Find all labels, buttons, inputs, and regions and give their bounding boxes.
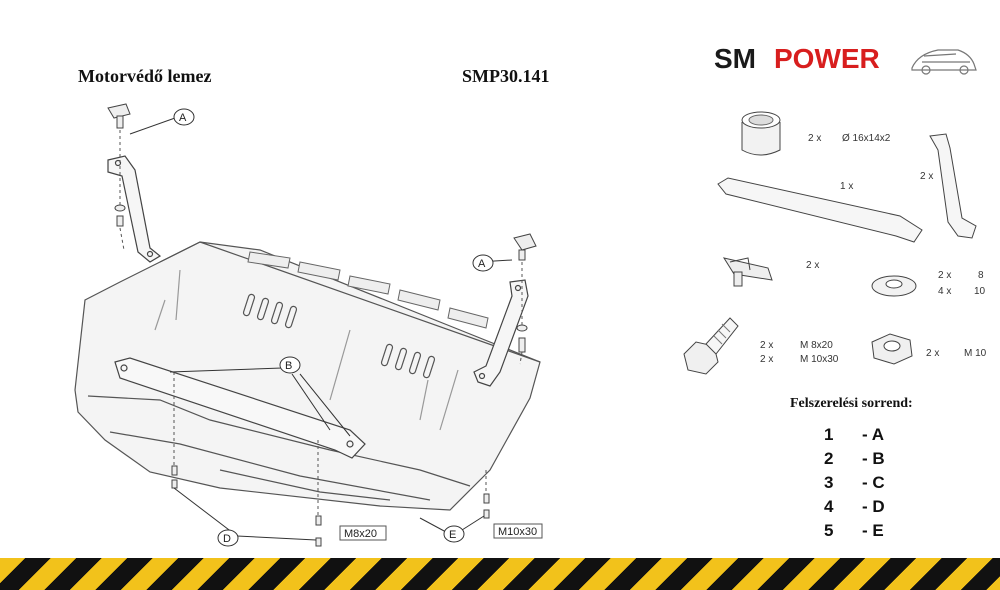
product-code: SMP30.141 (462, 66, 550, 86)
assembly-step-code: - A (862, 425, 885, 444)
part-clip-nut-icon: 2 x (722, 257, 819, 287)
assembly-step-number: 2 (824, 449, 834, 468)
part-long-bracket: 1 x (717, 177, 923, 243)
bolt-label-m8: M8x20 (339, 525, 387, 541)
bolt-label-m10: M10x30 (493, 523, 543, 539)
callout-a-label: A (478, 258, 486, 270)
part-washer-icon: 2 x 4 x 8 10 (871, 270, 986, 297)
smpower-logo: SM POWER (714, 43, 977, 75)
assembly-step-number: 4 (824, 497, 834, 516)
assembly-step-code: - B (862, 449, 885, 468)
bolt-qty-1: 2 x (760, 340, 773, 351)
callout-b: B (279, 356, 301, 374)
part-nut-icon: 2 x M 10 (871, 333, 987, 365)
callout-e: E (443, 525, 465, 543)
assembly-step-code: - C (862, 473, 885, 492)
plate-top-tabs (247, 251, 489, 329)
bolt-label-m8-text: M8x20 (344, 528, 377, 540)
washer-qty-1: 2 x (938, 270, 951, 281)
assembly-step-number: 3 (824, 473, 834, 492)
bolt-size-1: M 8x20 (800, 340, 833, 351)
callout-a-label: A (179, 112, 187, 124)
bolt-axis-lines (119, 130, 523, 516)
callout-a-right: A (472, 254, 494, 272)
washer-size-2: 10 (974, 286, 986, 297)
short-bracket-qty: 2 x (920, 171, 933, 182)
part-spacer: 2 x Ø 16x14x2 (741, 111, 891, 156)
assembly-step: 2 - B (824, 449, 885, 473)
assembly-step-number: 1 (824, 425, 834, 444)
bolt-label-m10-text: M10x30 (498, 526, 537, 538)
bottom-bolts (171, 465, 490, 547)
part-short-bracket: 2 x (920, 133, 977, 239)
callout-d: D (217, 529, 239, 547)
assembly-step: 4 - D (824, 497, 885, 521)
assembly-order-title: Felszerelési sorrend: (790, 396, 913, 411)
part-bolt-icon: 2 x 2 x M 8x20 M 10x30 (683, 317, 839, 375)
right-top-bolt-icon (513, 233, 537, 353)
assembly-step-code: - D (862, 497, 885, 516)
vent-slots-left (242, 293, 436, 379)
nut-size: M 10 (964, 348, 987, 359)
skid-plate (74, 241, 541, 511)
page-title: Motorvédő lemez (78, 66, 212, 86)
clip-nut-qty: 2 x (806, 260, 819, 271)
hazard-stripe (0, 558, 1000, 590)
callout-b-label: B (285, 360, 292, 372)
washer-qty-2: 4 x (938, 286, 951, 297)
assembly-step: 3 - C (824, 473, 885, 497)
callout-a-top: A (173, 108, 195, 126)
assembly-step-code: - E (862, 521, 884, 540)
bolt-qty-2: 2 x (760, 354, 773, 365)
callout-e-label: E (449, 529, 456, 541)
assembly-order-list: 1 - A 2 - B 3 - C 4 - D 5 - E (824, 425, 885, 545)
assembly-step: 5 - E (824, 521, 885, 545)
washer-size-1: 8 (978, 270, 984, 281)
right-bracket (473, 279, 529, 387)
callout-d-label: D (223, 533, 231, 545)
brand-sm: SM (714, 43, 756, 74)
long-bracket-qty: 1 x (840, 181, 853, 192)
left-top-bolt-icon (107, 103, 131, 227)
spacer-spec: Ø 16x14x2 (842, 133, 891, 144)
long-brace (114, 357, 366, 459)
spacer-qty: 2 x (808, 133, 821, 144)
assembly-step: 1 - A (824, 425, 885, 449)
car-silhouette-icon (911, 49, 977, 75)
brand-power: POWER (774, 43, 880, 74)
bolt-size-2: M 10x30 (800, 354, 839, 365)
nut-qty: 2 x (926, 348, 939, 359)
assembly-step-number: 5 (824, 521, 834, 540)
